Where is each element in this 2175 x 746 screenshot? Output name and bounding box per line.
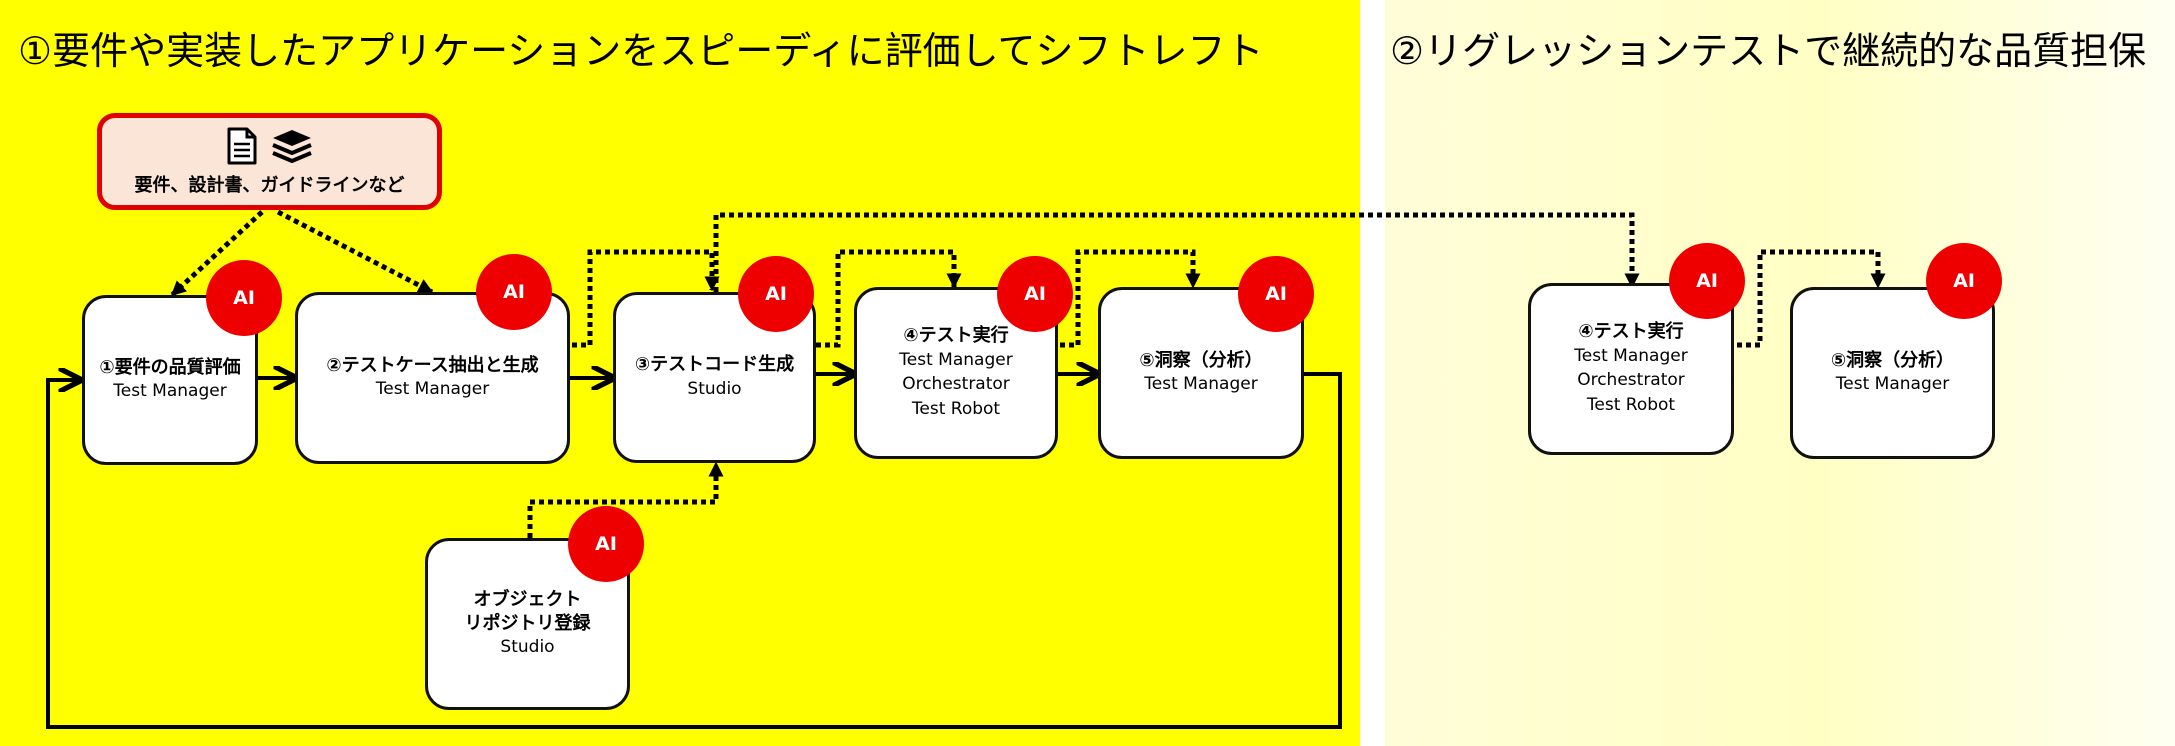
feedback-loop-arrow: [46, 374, 1342, 729]
regression-step4-to-step5-dotted: [1737, 249, 1886, 348]
step-title: ④テスト実行: [1578, 321, 1684, 343]
doc-to-step1-dotted: [170, 210, 264, 297]
step-tool: Orchestrator: [1577, 370, 1685, 391]
ai-badge: AI: [1669, 243, 1745, 319]
step2-to-step3-dotted: [572, 249, 720, 348]
doc-to-step2-dotted: [276, 209, 434, 295]
repository-to-step3-dotted: [527, 461, 724, 538]
ai-badge: AI: [738, 256, 814, 332]
step-title: ④テスト実行: [903, 325, 1009, 347]
step3-to-regression-dotted: [713, 212, 1640, 292]
step-tool: Test Manager: [375, 379, 490, 400]
step-tool: Test Robot: [1586, 395, 1676, 416]
ai-badge: AI: [1238, 256, 1314, 332]
shift-left-heading: ①要件や実装したアプリケーションをスピーディに評価してシフトレフト: [18, 29, 1264, 73]
step-tool: Orchestrator: [902, 374, 1010, 395]
ai-badge: AI: [997, 256, 1073, 332]
step-title: ⑤洞察（分析）: [1139, 349, 1263, 371]
source-documents-box: 要件、設計書、ガイドラインなど: [97, 113, 442, 210]
step-title: ⑤洞察（分析）: [1830, 349, 1955, 371]
step-title: ③テストコード生成: [634, 354, 795, 376]
ai-badge: AI: [568, 506, 644, 582]
step-tool: Test Manager: [1144, 374, 1258, 395]
step-title-line: リポジトリ登録: [464, 612, 591, 634]
regression-step-insight-analysis[interactable]: ⑤洞察（分析） Test Manager: [1790, 287, 1995, 459]
step-tool: Test Manager: [1835, 374, 1950, 395]
ai-badge: AI: [1926, 243, 2002, 319]
step-tool: Test Manager: [1574, 345, 1688, 366]
step4-to-step5-dotted: [1060, 249, 1201, 348]
step-title-line: オブジェクト: [473, 589, 582, 611]
step-tool: Test Robot: [911, 399, 1001, 420]
ai-badge: AI: [206, 260, 282, 336]
source-documents-label: 要件、設計書、ガイドラインなど: [134, 174, 405, 196]
ai-badge: AI: [476, 254, 552, 330]
step-insight-analysis[interactable]: ⑤洞察（分析） Test Manager: [1098, 287, 1304, 459]
step-tool: Test Manager: [113, 381, 227, 402]
step-tool: Studio: [500, 637, 555, 658]
regression-heading: ②リグレッションテストで継続的な品質担保: [1390, 29, 2147, 73]
document-icon: [227, 127, 256, 164]
step-title: ②テストケース抽出と生成: [326, 354, 539, 376]
step-testcase-generation[interactable]: ②テストケース抽出と生成 Test Manager: [295, 292, 570, 464]
step-title: ①要件の品質評価: [99, 356, 241, 378]
step-tool: Studio: [687, 378, 742, 399]
books-stack-icon: [271, 129, 312, 163]
regression-panel: [1385, 0, 2175, 746]
step-tool: Test Manager: [899, 349, 1013, 370]
